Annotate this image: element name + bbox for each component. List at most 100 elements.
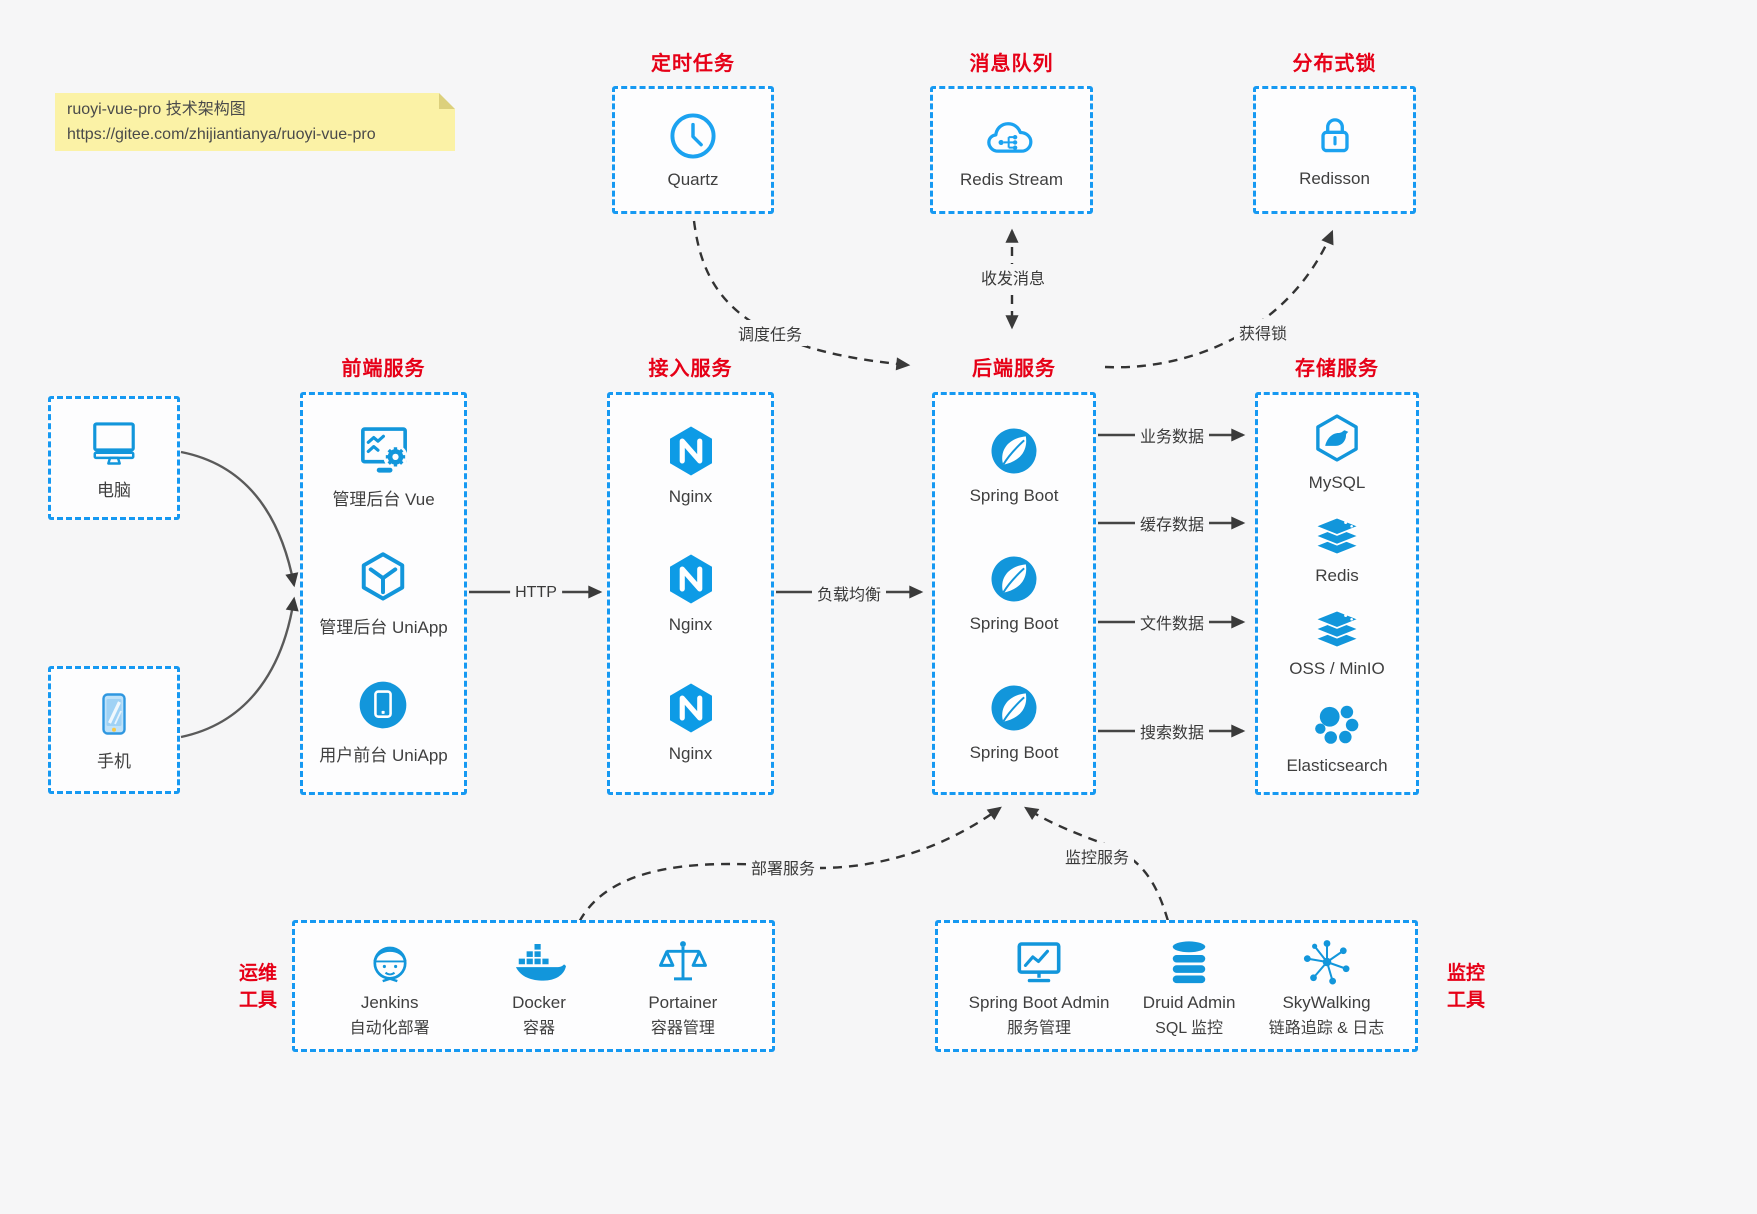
edge-label-send-receive: 收发消息 (975, 264, 1051, 290)
edge-label-business-data: 业务数据 (1134, 422, 1210, 448)
node-redis: Redis (1311, 514, 1363, 586)
spring-boot-admin-icon (1017, 941, 1061, 982)
node-label: 电脑 (97, 480, 131, 500)
node-sublabel: 服务管理 (1007, 1019, 1072, 1037)
panel-backend: Spring Boot Spring Boot Spring Boot (932, 392, 1096, 795)
edge-label-monitor-service: 监控服务 (1059, 843, 1135, 869)
mobile-app-icon (360, 681, 407, 729)
node-label: Spring Boot (969, 486, 1059, 506)
node-admin-uniapp: 管理后台 UniApp (319, 549, 448, 638)
group-title-mq: 消息队列 (969, 53, 1054, 75)
node-label: Spring Boot (969, 614, 1059, 634)
node-label: 手机 (97, 751, 131, 771)
node-label: Redis Stream (960, 170, 1063, 189)
skywalking-icon (1303, 939, 1350, 984)
edge-label-http: HTTP (510, 583, 562, 603)
nginx-icon (663, 423, 719, 479)
node-redisson: Redisson (1299, 111, 1370, 189)
note-fold-corner (439, 93, 455, 109)
node-computer: 电脑 (85, 416, 143, 501)
edge-label-load-balance: 负载均衡 (811, 580, 887, 606)
panel-storage: MySQL Redis OSS / MinIO Elasticsearch (1255, 392, 1419, 795)
node-label: Redis (1315, 566, 1359, 586)
clock-icon (670, 113, 716, 159)
group-title-gateway: 接入服务 (648, 358, 733, 380)
mysql-icon (1316, 414, 1358, 462)
edge-label-file-data: 文件数据 (1134, 609, 1210, 635)
node-portainer: Portainer 容器管理 (648, 935, 717, 1038)
group-title-backend: 后端服务 (972, 358, 1056, 380)
spring-boot-icon (990, 684, 1038, 732)
druid-icon (1172, 940, 1206, 983)
nginx-icon (663, 551, 719, 607)
redis-stack-icon (1314, 516, 1360, 556)
lock-icon (1320, 118, 1349, 153)
panel-lock: Redisson (1253, 86, 1416, 214)
node-label: Nginx (668, 743, 713, 763)
panel-gateway: Nginx Nginx Nginx (607, 392, 774, 795)
node-label: SkyWalking (1282, 992, 1371, 1012)
portainer-icon (658, 940, 707, 980)
node-oss-minio: OSS / MinIO (1289, 607, 1385, 679)
nginx-icon (663, 680, 719, 736)
note-title: ruoyi-vue-pro 技术架构图 (67, 101, 246, 118)
node-label: Elasticsearch (1286, 755, 1388, 775)
panel-computer: 电脑 (48, 396, 180, 520)
monitoring-title-line2: 工具 (1446, 990, 1485, 1011)
uniapp-cube-icon (362, 552, 405, 601)
panel-scheduler: Quartz (612, 86, 774, 214)
edge-label-cache-data: 缓存数据 (1134, 510, 1210, 536)
node-label: OSS / MinIO (1289, 658, 1385, 678)
node-label: Docker (512, 992, 566, 1012)
node-elasticsearch: Elasticsearch (1286, 700, 1388, 776)
edge-label-search-data: 搜索数据 (1134, 718, 1210, 744)
node-label: Jenkins (360, 992, 419, 1012)
node-sublabel: 容器 (522, 1019, 555, 1037)
node-nginx-2: Nginx (663, 551, 719, 635)
edge-label-deploy-service: 部署服务 (745, 854, 821, 880)
desktop-computer-icon (93, 421, 135, 465)
panel-monitoring: Spring Boot Admin 服务管理 Druid Admin SQL 监… (935, 920, 1418, 1052)
mobile-phone-icon (102, 692, 126, 735)
node-docker: Docker 容器 (511, 935, 567, 1038)
node-mysql: MySQL (1308, 411, 1366, 493)
group-title-monitoring: 监控 工具 (1434, 960, 1498, 1014)
note-url: https://gitee.com/zhijiantianya/ruoyi-vu… (67, 126, 376, 143)
node-sublabel: 自动化部署 (349, 1019, 430, 1037)
node-sublabel: 容器管理 (650, 1019, 715, 1037)
node-label: 管理后台 Vue (332, 489, 435, 509)
node-label: 管理后台 UniApp (319, 617, 448, 637)
node-sublabel: 链路追踪 & 日志 (1268, 1019, 1385, 1037)
node-label: Quartz (667, 170, 719, 189)
panel-frontend: 管理后台 Vue 管理后台 UniApp 用户前台 UniApp (300, 392, 467, 795)
node-label: MySQL (1308, 473, 1366, 493)
node-spring-boot-2: Spring Boot (969, 552, 1059, 634)
node-label: Portainer (648, 992, 718, 1012)
node-user-uniapp: 用户前台 UniApp (319, 677, 448, 766)
node-quartz: Quartz (667, 110, 719, 190)
node-jenkins: Jenkins 自动化部署 (350, 935, 430, 1038)
node-label: Nginx (668, 487, 713, 507)
node-spring-boot-admin: Spring Boot Admin 服务管理 (969, 935, 1109, 1038)
node-sublabel: SQL 监控 (1155, 1019, 1224, 1037)
group-title-frontend: 前端服务 (341, 358, 426, 380)
node-nginx-1: Nginx (663, 423, 719, 507)
node-skywalking: SkyWalking 链路追踪 & 日志 (1268, 935, 1385, 1038)
oss-stack-icon (1314, 609, 1360, 649)
edge-label-schedule-task: 调度任务 (732, 320, 808, 346)
node-label: Spring Boot (969, 742, 1059, 762)
group-title-ops: 运维 工具 (226, 960, 290, 1014)
group-title-lock: 分布式锁 (1292, 53, 1377, 75)
monitoring-title-line1: 监控 (1446, 963, 1485, 984)
jenkins-icon (373, 946, 407, 982)
node-admin-vue: 管理后台 Vue (332, 421, 435, 510)
panel-ops: Jenkins 自动化部署 Docker 容器 (292, 920, 775, 1052)
spring-boot-icon (990, 555, 1038, 603)
panel-phone: 手机 (48, 666, 180, 794)
node-label: Nginx (668, 615, 713, 635)
node-spring-boot-1: Spring Boot (969, 424, 1059, 506)
node-phone: 手机 (90, 689, 138, 772)
node-druid-admin: Druid Admin SQL 监控 (1143, 935, 1235, 1038)
group-title-scheduler: 定时任务 (651, 53, 735, 75)
